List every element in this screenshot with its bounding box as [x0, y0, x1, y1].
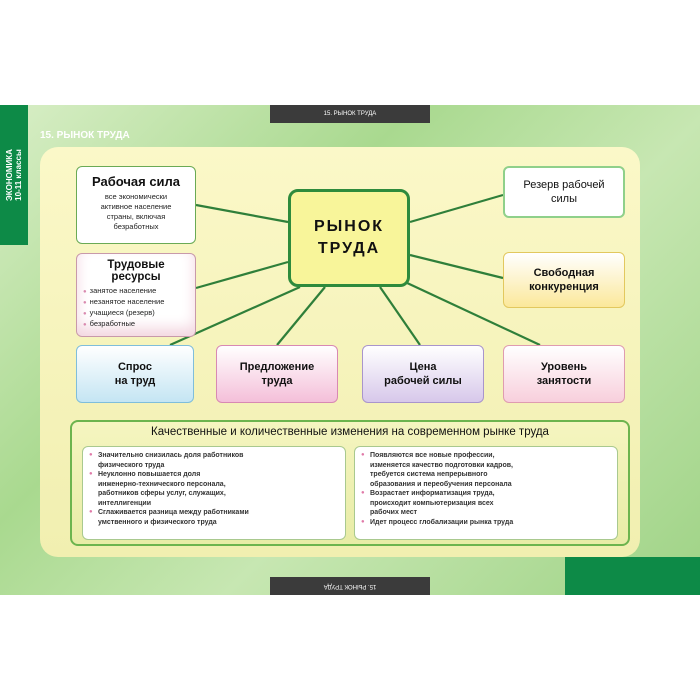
- connector-rezerv: [409, 193, 504, 224]
- changes-left-column: Значительно снизилась доля работниковфиз…: [82, 446, 346, 540]
- connector-konkurenciya: [409, 253, 504, 280]
- list-item: Сглаживается разница между работникамиум…: [89, 508, 339, 527]
- list-item: Значительно снизилась доля работниковфиз…: [89, 451, 339, 470]
- title-line: Трудовые: [107, 259, 165, 271]
- box-uroven-zanyatosti: Уровень занятости: [503, 345, 625, 403]
- poster-title: 15. РЫНОК ТРУДА: [40, 130, 130, 141]
- box-predlozhenie-truda: Предложение труда: [216, 345, 338, 403]
- connector-predlozhenie: [276, 286, 326, 346]
- connector-rabochaya-sila: [195, 203, 289, 224]
- box-trudovye-resursy: Трудовые ресурсы занятое население незан…: [76, 253, 196, 337]
- text-line: страны, включая: [106, 212, 166, 221]
- box-line: Цена: [409, 361, 437, 373]
- box-line: Уровень: [540, 361, 587, 373]
- corner-band: [565, 557, 700, 595]
- box-rezerv-rabochey-sily: Резерв рабочей силы: [503, 166, 625, 218]
- center-line1: РЫНОК: [313, 218, 385, 235]
- connector-uroven: [404, 281, 541, 346]
- box-line: на труд: [114, 375, 156, 387]
- text-line: активное население: [100, 202, 172, 211]
- list-item: Неуклонно повышается доляинженерно-техни…: [89, 470, 339, 508]
- box-svobodnaya-konkurenciya: Свободная конкуренция: [503, 252, 625, 308]
- box-spros-na-trud: Спрос на труд: [76, 345, 194, 403]
- text-line: безработных: [113, 222, 159, 231]
- connector-cena: [379, 286, 421, 346]
- box-rabochaya-sila-text: все экономически активное население стра…: [77, 192, 195, 232]
- box-line: занятости: [536, 375, 592, 387]
- list-item: учащиеся (резерв): [83, 308, 195, 319]
- list-item: Возрастает информатизация труда,происход…: [361, 489, 611, 518]
- box-trudovye-resursy-title: Трудовые ресурсы: [77, 259, 195, 283]
- list-item: Появляются все новые профессии,изменяетс…: [361, 451, 611, 489]
- top-tab: 15. РЫНОК ТРУДА: [270, 105, 430, 123]
- changes-title: Качественные и количественные изменения …: [151, 426, 549, 438]
- box-line: Резерв рабочей: [523, 179, 605, 191]
- title-line: ресурсы: [111, 271, 161, 283]
- box-line: Предложение: [239, 361, 315, 373]
- box-cena-rabochey-sily: Цена рабочей силы: [362, 345, 484, 403]
- changes-right-column: Появляются все новые профессии,изменяетс…: [354, 446, 618, 540]
- box-line: рабочей силы: [384, 375, 462, 387]
- center-line2: ТРУДА: [317, 240, 381, 257]
- text-line: все экономически: [104, 192, 168, 201]
- changes-box: Качественные и количественные изменения …: [70, 420, 630, 546]
- box-line: Свободная: [533, 267, 595, 279]
- box-rabochaya-sila: Рабочая сила все экономически активное н…: [76, 166, 196, 244]
- box-rabochaya-sila-title: Рабочая сила: [91, 174, 181, 189]
- box-line: конкуренция: [529, 281, 599, 293]
- box-line: Спрос: [117, 361, 152, 373]
- box-line: труда: [261, 375, 293, 387]
- resources-list: занятое население незанятое население уч…: [77, 286, 195, 330]
- list-item: занятое население: [83, 286, 195, 297]
- list-item: Идет процесс глобализации рынка труда: [361, 518, 611, 528]
- box-line: силы: [551, 193, 577, 205]
- side-band: [0, 105, 28, 245]
- connector-trudovye-resursy: [195, 260, 289, 290]
- list-item: безработные: [83, 319, 195, 330]
- list-item: незанятое население: [83, 297, 195, 308]
- center-box-labor-market: РЫНОК ТРУДА: [288, 189, 410, 287]
